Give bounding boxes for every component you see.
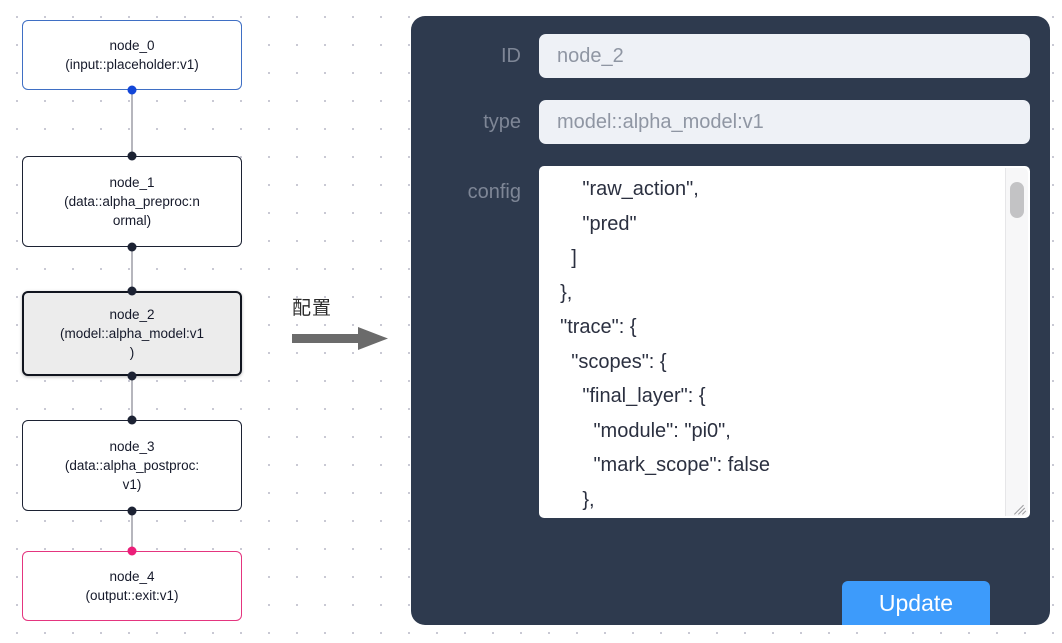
- node-title: node_1: [109, 175, 155, 190]
- config-field-row: config "raw_action", "pred" ] }, "trace"…: [431, 166, 1030, 518]
- port-node_3-output[interactable]: [127, 506, 137, 516]
- port-node_2-output[interactable]: [127, 371, 137, 381]
- right-arrow-icon: [292, 326, 392, 357]
- edge-node3-node4: [131, 511, 133, 551]
- type-label: type: [483, 111, 521, 133]
- config-label: config: [467, 181, 521, 203]
- id-input[interactable]: [539, 34, 1030, 78]
- config-annotation: 配置: [292, 296, 392, 362]
- node-inspector-panel: ID type config "raw_action", "pred" ] },…: [411, 16, 1050, 625]
- port-node_1-input[interactable]: [127, 151, 137, 161]
- port-node_1-output[interactable]: [127, 242, 137, 252]
- node-subtitle-line2: ormal): [112, 213, 152, 228]
- annotation-label: 配置: [292, 297, 333, 319]
- node-title: node_4: [109, 569, 155, 584]
- type-field-row: type: [431, 100, 1030, 144]
- config-scrollbar[interactable]: [1005, 168, 1028, 516]
- port-node_3-input[interactable]: [127, 415, 137, 425]
- port-node_0-output[interactable]: [127, 85, 137, 95]
- node-title: node_3: [109, 439, 155, 454]
- graph-node-node_0[interactable]: node_0 (input::placeholder:v1): [22, 20, 242, 90]
- type-input[interactable]: [539, 100, 1030, 144]
- id-label: ID: [501, 45, 521, 67]
- node-subtitle-line2: v1): [122, 477, 142, 492]
- node-subtitle: (input::placeholder:v1): [65, 57, 199, 72]
- id-field-row: ID: [431, 34, 1030, 78]
- graph-node-node_4[interactable]: node_4 (output::exit:v1): [22, 551, 242, 621]
- config-textarea[interactable]: "raw_action", "pred" ] }, "trace": { "sc…: [539, 166, 1030, 518]
- port-node_4-input[interactable]: [127, 546, 137, 556]
- node-subtitle-line2: ): [129, 345, 135, 360]
- node-subtitle-line1: (model::alpha_model:v1: [59, 326, 205, 341]
- graph-node-node_2[interactable]: node_2 (model::alpha_model:v1 ): [22, 291, 242, 376]
- node-subtitle-line1: (data::alpha_postproc:: [64, 458, 200, 473]
- config-textarea-wrapper: "raw_action", "pred" ] }, "trace": { "sc…: [539, 166, 1030, 518]
- node-subtitle-line1: (data::alpha_preproc:n: [64, 194, 200, 209]
- config-scrollbar-thumb[interactable]: [1010, 182, 1024, 218]
- update-button[interactable]: Update: [842, 581, 990, 625]
- resize-handle-icon[interactable]: [1013, 501, 1027, 515]
- edge-node1-node2: [131, 247, 133, 291]
- edge-node0-node1: [131, 90, 133, 156]
- port-node_2-input[interactable]: [127, 286, 137, 296]
- graph-node-node_1[interactable]: node_1 (data::alpha_preproc:n ormal): [22, 156, 242, 247]
- edge-node2-node3: [131, 376, 133, 420]
- graph-node-node_3[interactable]: node_3 (data::alpha_postproc: v1): [22, 420, 242, 511]
- node-subtitle: (output::exit:v1): [85, 588, 179, 603]
- node-title: node_2: [109, 307, 155, 322]
- node-title: node_0: [109, 38, 155, 53]
